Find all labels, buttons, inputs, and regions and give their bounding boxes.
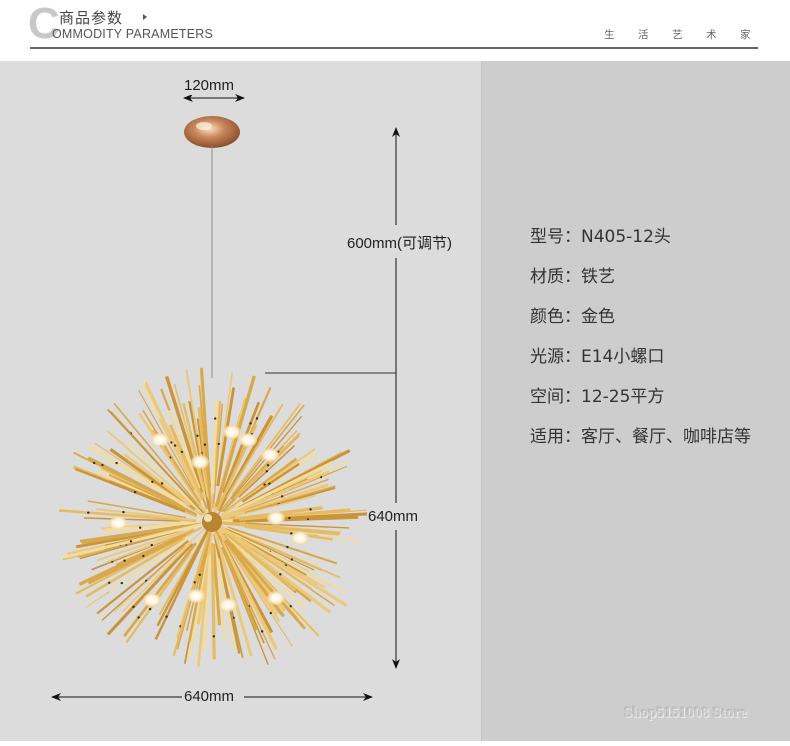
spec-value: 铁艺 <box>581 267 615 287</box>
spec-value: N405-12头 <box>581 227 671 247</box>
spec-light-source: 光源E14小螺口 <box>530 346 751 386</box>
spec-usage: 适用客厅、餐厅、咖啡店等 <box>530 426 751 466</box>
spec-label: 颜色 <box>530 307 581 327</box>
spec-label: 材质 <box>530 267 581 287</box>
spec-label: 光源 <box>530 347 581 367</box>
tagline-char: 家 <box>740 29 751 41</box>
tagline-char: 艺 <box>672 29 683 41</box>
tagline-char: 活 <box>638 29 649 41</box>
spec-space: 空间12-25平方 <box>530 386 751 426</box>
chandelier-bulbs <box>109 425 309 612</box>
spec-label: 空间 <box>530 387 581 407</box>
brand-tagline: 生 活 艺 术 家 <box>604 27 774 42</box>
spec-color: 颜色金色 <box>530 306 751 346</box>
spec-material: 材质铁艺 <box>530 266 751 306</box>
specs-panel <box>481 61 790 741</box>
caret-right-icon <box>143 14 147 20</box>
store-watermark: Shop5151008 Store <box>624 705 747 721</box>
tagline-char: 术 <box>706 29 717 41</box>
header: C 商品参数 OMMODITY PARAMETERS 生 活 艺 术 家 <box>0 0 790 61</box>
cord-length-label: 600mm(可调节) <box>346 235 454 253</box>
tagline-char: 生 <box>604 29 615 41</box>
section-title-cn: 商品参数 <box>59 9 124 27</box>
height-label: 640mm <box>367 508 420 526</box>
ceiling-canopy <box>184 116 240 148</box>
spec-value: 客厅、餐厅、咖啡店等 <box>581 427 751 447</box>
spec-label: 适用 <box>530 427 581 447</box>
spec-value: 金色 <box>581 307 615 327</box>
spec-label: 型号 <box>530 227 581 247</box>
spec-model: 型号N405-12头 <box>530 226 751 266</box>
canopy-width-label: 120mm <box>183 77 236 95</box>
chandelier-rays <box>58 367 370 667</box>
chandelier-hub <box>202 512 222 532</box>
section-title-en: OMMODITY PARAMETERS <box>52 27 213 41</box>
width-label: 640mm <box>183 688 236 706</box>
header-logo-letter: C <box>28 0 60 48</box>
spec-list: 型号N405-12头 材质铁艺 颜色金色 光源E14小螺口 空间12-25平方 … <box>530 226 751 466</box>
spec-value: 12-25平方 <box>581 387 665 407</box>
header-divider <box>30 47 758 49</box>
product-image-panel <box>0 61 481 741</box>
spec-value: E14小螺口 <box>581 347 665 367</box>
